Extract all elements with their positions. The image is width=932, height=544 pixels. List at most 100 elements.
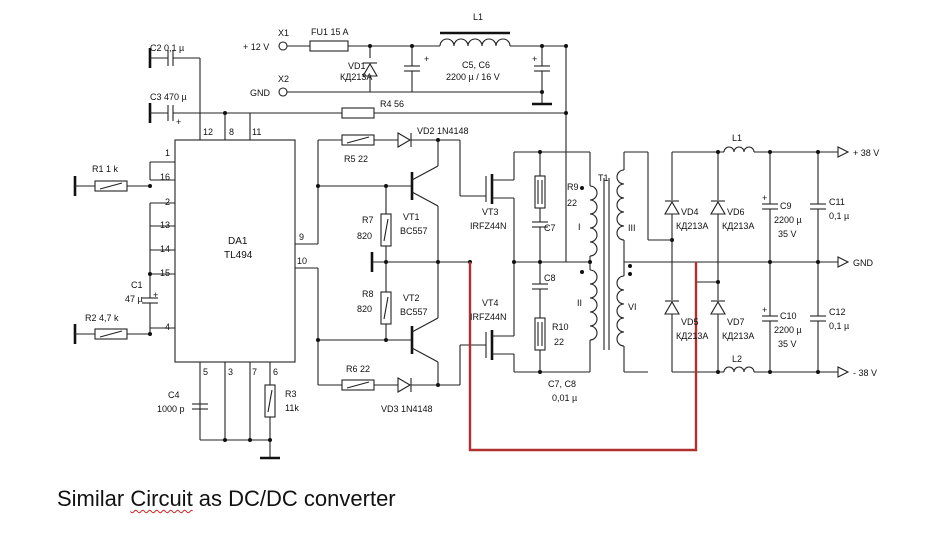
label-vd6: VD6	[727, 207, 745, 217]
pin-2: 2	[165, 197, 170, 207]
transformer-t1	[565, 151, 649, 373]
arrow-gnd	[837, 256, 850, 268]
label-r6: R6 22	[346, 364, 370, 374]
label-r8: R8	[362, 289, 374, 299]
pin-10: 10	[297, 256, 307, 266]
circuit-schematic: C2 0,1 µ C3 470 µ + X1 + 12 V X2 GND FU1…	[73, 12, 879, 460]
pin-16: 16	[160, 172, 170, 182]
label-vt2-type: BC557	[400, 307, 428, 317]
terminal-x1	[278, 41, 288, 51]
label-vd2: VD2 1N4148	[417, 126, 469, 136]
pin-4: 4	[165, 322, 170, 332]
capacitor-c4	[192, 403, 252, 442]
label-c12: C12	[829, 307, 846, 317]
diode-vd3	[397, 377, 412, 393]
input-section	[278, 31, 568, 186]
label-l2-output: L2	[732, 354, 742, 364]
label-c5c6-value: 2200 µ / 16 V	[446, 72, 500, 82]
resistor-r2-branch	[73, 324, 152, 344]
diode-vd6	[710, 200, 726, 215]
pin-3: 3	[228, 367, 233, 377]
label-winding-3: III	[628, 223, 636, 233]
label-c7c8: C7, C8	[548, 379, 576, 389]
pin-11: 11	[252, 127, 261, 137]
caption-suffix: as DC/DC converter	[192, 486, 396, 511]
label-r10-value: 22	[554, 337, 564, 347]
fuse-fu1	[309, 40, 349, 52]
label-vd3: VD3 1N4148	[381, 404, 433, 414]
arrow-plus-38v	[837, 146, 850, 158]
label-vd7-type: КД213А	[722, 331, 754, 341]
resistor-r10	[534, 317, 546, 351]
label-c5c6: C5, C6	[462, 60, 490, 70]
label-plus-c1: +	[153, 290, 158, 300]
label-c9: C9	[780, 201, 792, 211]
label-fu1: FU1 15 A	[311, 27, 349, 37]
schematic-labels: C2 0,1 µ C3 470 µ + X1 + 12 V X2 GND FU1…	[85, 12, 879, 414]
capacitor-c1	[142, 272, 158, 334]
mosfet-vt3	[485, 152, 515, 262]
label-r10: R10	[552, 322, 569, 332]
pin-7: 7	[252, 367, 257, 377]
label-c3: C3 470 µ	[150, 92, 187, 102]
inductor-l1-output	[723, 146, 755, 153]
terminal-x2	[278, 87, 288, 97]
label-vt2: VT2	[403, 293, 420, 303]
label-vd6-type: КД213А	[722, 221, 754, 231]
label-vd7: VD7	[727, 317, 745, 327]
diode-vd7	[710, 300, 726, 315]
pin-15: 15	[160, 268, 170, 278]
label-12v: + 12 V	[243, 42, 269, 52]
pin-12: 12	[203, 127, 213, 137]
pin-5: 5	[203, 367, 208, 377]
label-r9-value: 22	[567, 198, 577, 208]
label-r5: R5 22	[344, 154, 368, 164]
label-c1: C1	[131, 280, 143, 290]
label-c10-voltage: 35 V	[778, 339, 797, 349]
annotation-loop	[468, 262, 698, 452]
label-vt1: VT1	[403, 212, 420, 222]
mosfet-vt4	[485, 262, 515, 372]
label-gnd-in: GND	[250, 88, 271, 98]
label-vt4: VT4	[482, 298, 499, 308]
label-winding-6: VI	[628, 302, 637, 312]
label-plus-c6: +	[532, 54, 537, 64]
diode-vd5	[664, 300, 680, 315]
resistor-r1-branch	[73, 176, 152, 196]
label-r4: R4 56	[380, 99, 404, 109]
label-out-gnd: GND	[853, 258, 874, 268]
label-vd5-type: КД213А	[676, 331, 708, 341]
output-section	[624, 146, 850, 378]
label-c12-value: 0,1 µ	[829, 321, 849, 331]
label-c7c8-value: 0,01 µ	[552, 393, 577, 403]
label-c4-value: 1000 p	[157, 404, 185, 414]
diode-vd4	[664, 200, 680, 215]
label-r2: R2 4,7 k	[85, 313, 119, 323]
label-vd1: VD1	[348, 61, 366, 71]
resistor-r3	[260, 384, 280, 460]
label-c1-value: 47 µ	[125, 294, 143, 304]
pin-6: 6	[273, 367, 278, 377]
middle-rail	[370, 252, 472, 272]
resistor-r9	[534, 175, 546, 209]
label-vd5: VD5	[681, 317, 699, 327]
lower-driver	[316, 262, 486, 393]
label-l1-input: L1	[473, 12, 483, 22]
label-c7: C7	[544, 223, 556, 233]
label-c4: C4	[168, 390, 180, 400]
label-c11-value: 0,1 µ	[829, 211, 849, 221]
ic-da1	[149, 139, 318, 441]
label-r8-value: 820	[357, 304, 372, 314]
inductor-l2-output	[723, 366, 755, 373]
arrow-minus-38v	[837, 366, 850, 378]
label-vt4-type: IRFZ44N	[470, 312, 507, 322]
label-plus-c9: +	[762, 193, 767, 203]
primary-snubbers	[512, 150, 590, 374]
label-c11: C11	[829, 197, 845, 207]
label-c9-voltage: 35 V	[778, 229, 797, 239]
diode-vd2	[397, 132, 412, 148]
label-vt3-type: IRFZ44N	[470, 221, 507, 231]
label-l1-output: L1	[732, 133, 742, 143]
label-c10-value: 2200 µ	[774, 325, 802, 335]
pin-13: 13	[160, 220, 170, 230]
